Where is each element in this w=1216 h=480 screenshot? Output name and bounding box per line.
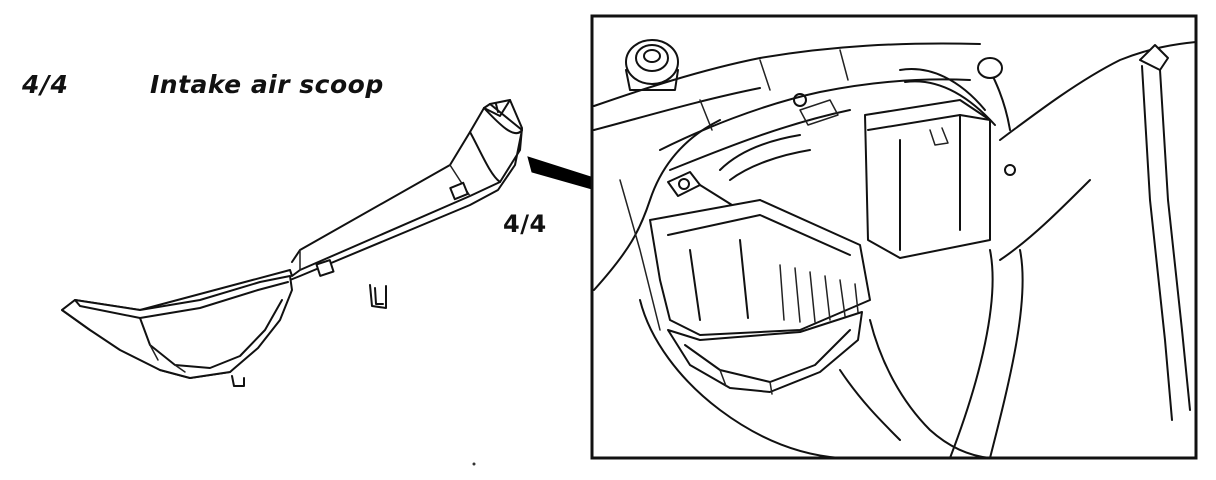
part-reference-number: 4/4 — [22, 70, 69, 99]
intake-air-scoop-part — [61, 99, 523, 387]
stray-dot — [472, 462, 476, 466]
installed-view — [590, 14, 1198, 460]
part-name: Intake air scoop — [150, 70, 384, 99]
callout-label: 4/4 — [503, 210, 547, 238]
